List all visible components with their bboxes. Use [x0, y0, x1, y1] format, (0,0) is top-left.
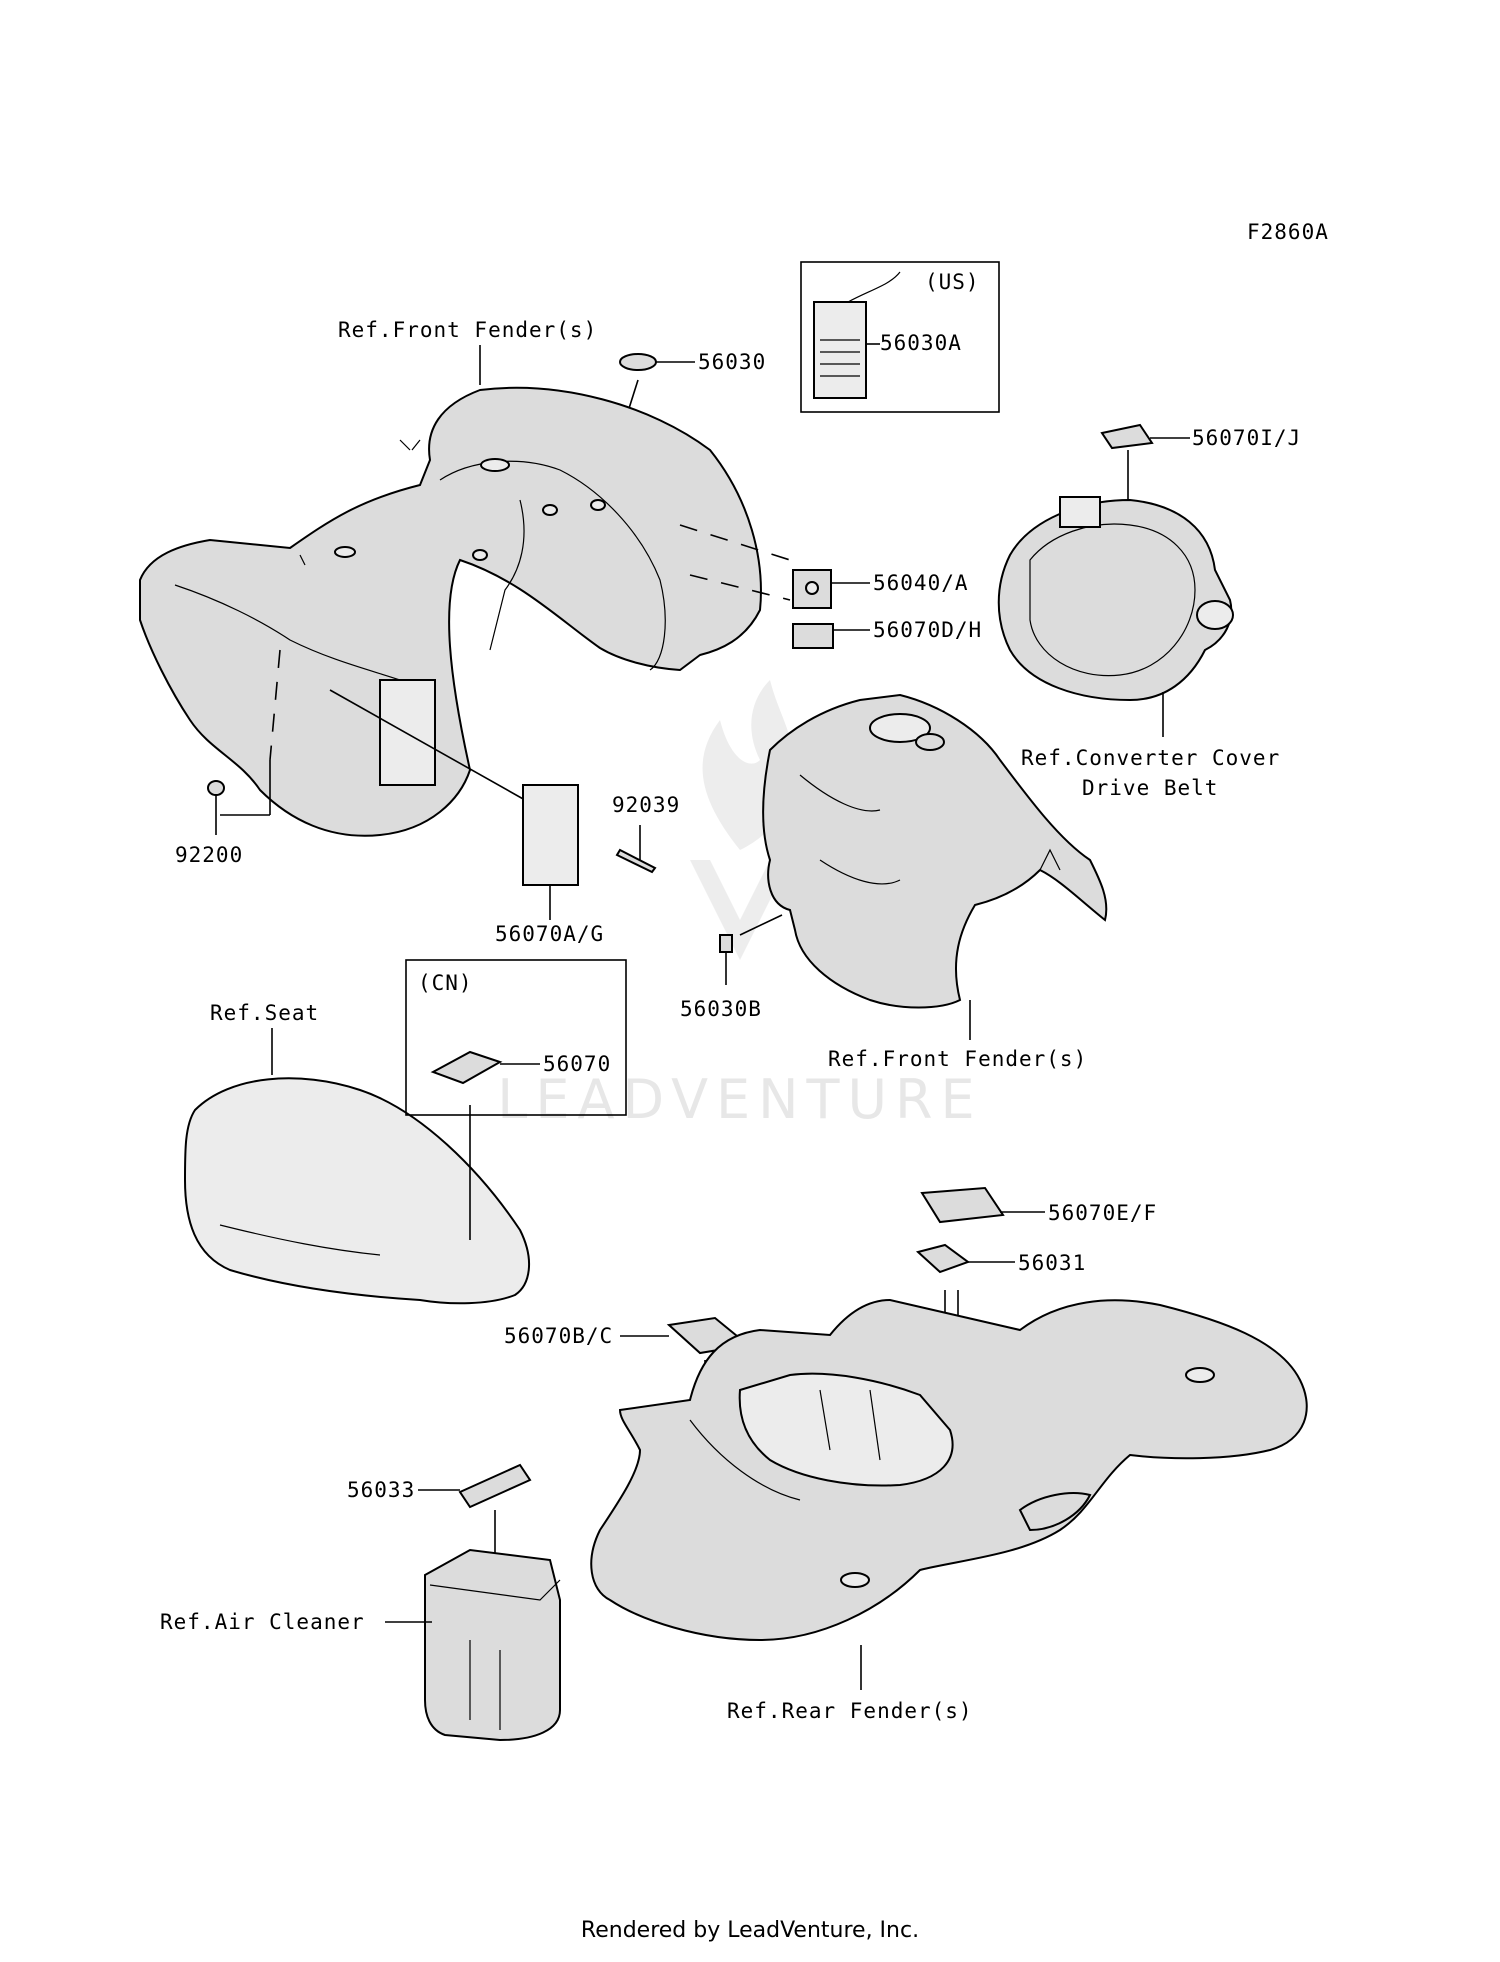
ref-front-fender-top[interactable]: Ref.Front Fender(s): [338, 318, 597, 342]
part-label-56070BC[interactable]: 56070B/C: [504, 1324, 613, 1348]
ref-air-cleaner[interactable]: Ref.Air Cleaner: [160, 1610, 365, 1634]
ref-converter-cover-line2: Drive Belt: [1082, 776, 1218, 800]
part-label-56031[interactable]: 56031: [1018, 1251, 1086, 1275]
part-label-56040A[interactable]: 56040/A: [873, 571, 969, 595]
part-label-56070AG[interactable]: 56070A/G: [495, 922, 604, 946]
converter-cover-drawing: [997, 496, 1234, 702]
ref-rear-fender[interactable]: Ref.Rear Fender(s): [727, 1699, 973, 1723]
ref-seat[interactable]: Ref.Seat: [210, 1001, 319, 1025]
part-label-56030A[interactable]: 56030A: [880, 331, 962, 355]
part-label-56030B[interactable]: 56030B: [680, 997, 762, 1021]
watermark-text: LEADVENTURE: [497, 1068, 982, 1131]
front-fender-mid-drawing: [762, 693, 1108, 1009]
part-label-56033[interactable]: 56033: [347, 1478, 415, 1502]
rear-fender-drawing: [590, 1298, 1308, 1642]
us-region-label: (US): [925, 270, 980, 294]
watermark-v-icon: [690, 860, 790, 960]
footer-credit: Rendered by LeadVenture, Inc.: [580, 1918, 920, 1943]
figure-code: F2860A: [1247, 220, 1329, 244]
us-region-box: [800, 261, 1000, 413]
ref-front-fender-mid[interactable]: Ref.Front Fender(s): [828, 1047, 1087, 1071]
part-label-56070EF[interactable]: 56070E/F: [1048, 1201, 1157, 1225]
part-label-56070IJ[interactable]: 56070I/J: [1192, 426, 1301, 450]
part-label-56070DH[interactable]: 56070D/H: [873, 618, 982, 642]
cn-region-label: (CN): [418, 971, 473, 995]
seat-drawing: [183, 1077, 531, 1305]
cn-region-box: [405, 959, 627, 1116]
tag-56030A: [813, 271, 901, 399]
part-label-92200[interactable]: 92200: [175, 843, 243, 867]
air-cleaner-drawing: [424, 1548, 561, 1742]
part-label-56070[interactable]: 56070: [543, 1052, 611, 1076]
ref-converter-cover-line1[interactable]: Ref.Converter Cover: [1021, 746, 1280, 770]
part-label-92039[interactable]: 92039: [612, 793, 680, 817]
front-fender-drawing: [139, 386, 762, 837]
part-label-56030[interactable]: 56030: [698, 350, 766, 374]
